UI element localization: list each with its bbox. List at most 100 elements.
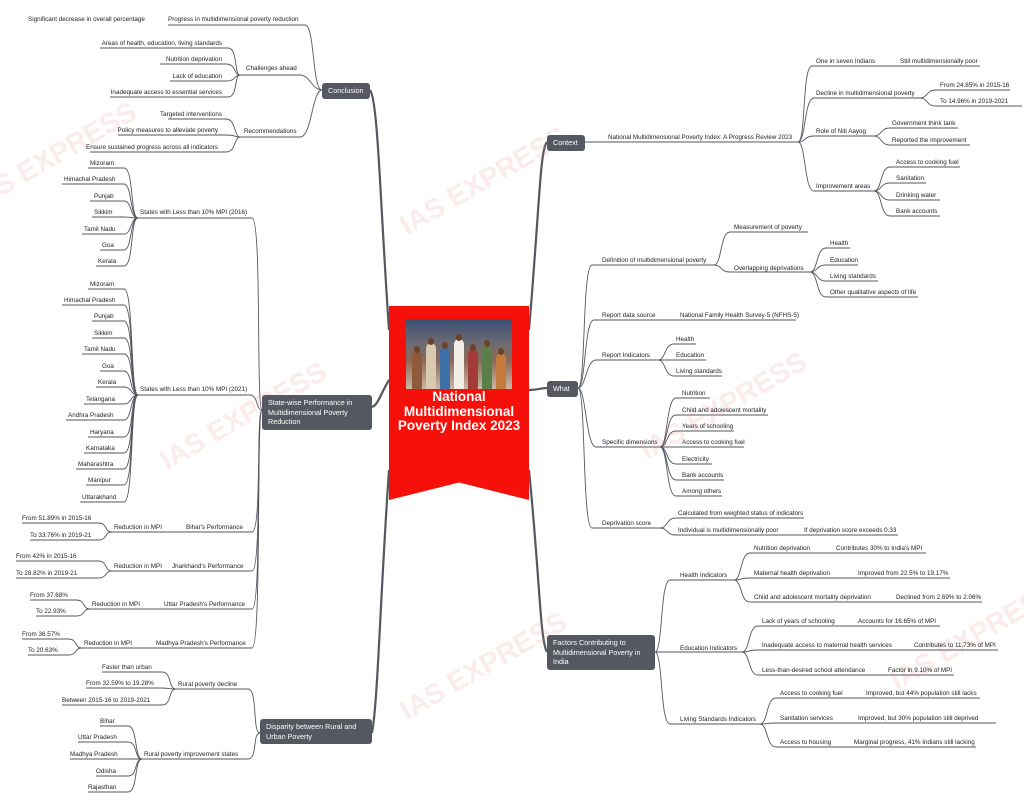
branch-dimensions[interactable]: Specific dimensions bbox=[602, 439, 658, 446]
leaf-decline[interactable]: From 24.85% in 2015-16 bbox=[940, 82, 1010, 89]
leaf-decline[interactable]: To 14.96% in 2019-2021 bbox=[940, 98, 1009, 105]
label-reduction[interactable]: Reduction in MPI bbox=[114, 563, 162, 570]
branch-overlapping[interactable]: Overlapping deprivations bbox=[734, 265, 804, 272]
leaf-state[interactable]: Goa bbox=[102, 242, 114, 249]
leaf-challenge[interactable]: Inadequate access to essential services bbox=[110, 89, 222, 96]
leaf-state[interactable]: Andhra Pradesh bbox=[68, 412, 114, 419]
leaf-still-poor[interactable]: Still multidimensionally poor bbox=[900, 58, 978, 65]
leaf-dimension[interactable]: Access to cooking fuel bbox=[682, 439, 745, 446]
leaf-to[interactable]: To 28.82% in 2019-21 bbox=[16, 570, 78, 577]
factor-item[interactable]: Sanitation services bbox=[780, 715, 833, 722]
branch-one-in-seven[interactable]: One in seven Indians bbox=[816, 58, 876, 65]
factor-value[interactable]: Marginal progress, 41% Indians still lac… bbox=[854, 739, 975, 746]
leaf-state[interactable]: Uttarakhand bbox=[82, 494, 117, 501]
leaf-recommendation[interactable]: Targeted interventions bbox=[160, 111, 222, 118]
leaf-overlap[interactable]: Other qualitative aspects of life bbox=[830, 289, 917, 296]
leaf-dimension[interactable]: Bank accounts bbox=[682, 472, 724, 479]
leaf-improvement[interactable]: Bank accounts bbox=[896, 208, 938, 215]
branch-jharkhand[interactable]: Jharkhand's Performance bbox=[172, 563, 244, 570]
leaf-challenge[interactable]: Areas of health, education, living stand… bbox=[101, 40, 222, 47]
leaf-from[interactable]: From 36.57% bbox=[22, 631, 60, 638]
branch-review[interactable]: National Multidimensional Poverty Index:… bbox=[608, 134, 793, 141]
leaf-from[interactable]: From 51.89% in 2015-16 bbox=[22, 515, 92, 522]
leaf-from[interactable]: From 42% in 2015-16 bbox=[16, 553, 77, 560]
factor-item[interactable]: Access to cooking fuel bbox=[780, 690, 843, 697]
factor-item[interactable]: Inadequate access to maternal health ser… bbox=[762, 642, 892, 649]
leaf-state[interactable]: Haryana bbox=[90, 429, 114, 436]
factor-value[interactable]: Factor in 9.10% of MPI bbox=[888, 667, 953, 674]
factor-value[interactable]: Declined from 2.69% to 2.06% bbox=[896, 594, 982, 601]
leaf-recommendation[interactable]: Policy measures to alleviate poverty bbox=[117, 127, 218, 134]
leaf-decline[interactable]: From 32.59% to 19.28% bbox=[86, 680, 154, 687]
topic-context[interactable]: Context bbox=[547, 135, 585, 151]
leaf-state[interactable]: Sikkim bbox=[94, 330, 113, 337]
branch-data-source[interactable]: Report data source bbox=[602, 312, 656, 319]
topic-what[interactable]: What bbox=[547, 381, 578, 397]
leaf-score-poor[interactable]: Individual is multidimensionally poor bbox=[678, 527, 779, 534]
leaf-recommendation[interactable]: Ensure sustained progress across all ind… bbox=[86, 144, 218, 151]
branch-recommendations[interactable]: Recommendations bbox=[244, 128, 297, 135]
leaf-state[interactable]: Sikkim bbox=[94, 209, 113, 216]
branch-madhya-pradesh[interactable]: Madhya Pradesh's Performance bbox=[156, 640, 246, 647]
leaf-state[interactable]: Himachal Pradesh bbox=[64, 176, 116, 183]
branch-uttar-pradesh[interactable]: Uttar Pradesh's Performance bbox=[164, 601, 245, 608]
leaf-improvement[interactable]: Drinking water bbox=[896, 192, 937, 199]
factor-item[interactable]: Less-than-desired school attendance bbox=[762, 667, 866, 674]
branch-niti[interactable]: Role of Niti Aayog bbox=[816, 128, 867, 135]
leaf-challenge[interactable]: Nutrition deprivation bbox=[165, 56, 222, 63]
factor-value[interactable]: Improved, but 30% population still depri… bbox=[858, 715, 979, 722]
factor-item[interactable]: Maternal health deprivation bbox=[754, 570, 830, 577]
leaf-to[interactable]: To 22.93% bbox=[36, 608, 66, 615]
leaf-state[interactable]: Maharashtra bbox=[78, 461, 114, 468]
leaf-score-threshold[interactable]: If deprivation score exceeds 0.33 bbox=[804, 527, 897, 534]
leaf-state[interactable]: Bihar bbox=[100, 718, 115, 725]
leaf-state[interactable]: Manipur bbox=[88, 477, 111, 484]
branch-bihar[interactable]: Bihar's Performance bbox=[186, 524, 243, 531]
leaf-state[interactable]: Rajasthan bbox=[88, 784, 117, 791]
branch-mpi-2016[interactable]: States with Less than 10% MPI (2016) bbox=[140, 209, 248, 216]
topic-disparity[interactable]: Disparity between Rural and Urban Povert… bbox=[260, 719, 372, 744]
leaf-state[interactable]: Kerala bbox=[98, 258, 117, 265]
leaf-state[interactable]: Telangana bbox=[86, 396, 116, 403]
leaf-from[interactable]: From 37.68% bbox=[30, 592, 68, 599]
leaf-state[interactable]: Madhya Pradesh bbox=[70, 751, 118, 758]
leaf-overlap[interactable]: Living standards bbox=[830, 273, 876, 280]
factor-value[interactable]: Improved, but 44% population still lacks bbox=[866, 690, 977, 697]
leaf-indicator[interactable]: Education bbox=[676, 352, 705, 359]
leaf-dimension[interactable]: Nutrition bbox=[682, 390, 706, 397]
factor-item[interactable]: Lack of years of schooling bbox=[762, 618, 835, 625]
factor-item[interactable]: Access to housing bbox=[780, 739, 832, 746]
branch-education[interactable]: Education Indicators bbox=[680, 645, 738, 652]
branch-rural-states[interactable]: Rural poverty improvement states bbox=[144, 751, 239, 758]
leaf-state[interactable]: Mizoram bbox=[90, 281, 115, 288]
factor-value[interactable]: Contributes 30% to India's MPI bbox=[836, 545, 923, 552]
factor-value[interactable]: Improved from 22.5% to 19.17% bbox=[858, 570, 949, 577]
branch-improvement[interactable]: Improvement areas bbox=[816, 183, 871, 190]
leaf-state[interactable]: Kerala bbox=[98, 379, 117, 386]
leaf-progress[interactable]: Significant decrease in overall percenta… bbox=[28, 16, 145, 23]
leaf-state[interactable]: Tamil Nadu bbox=[84, 226, 116, 233]
branch-mpi-2021[interactable]: States with Less than 10% MPI (2021) bbox=[140, 386, 248, 393]
leaf-decline[interactable]: Faster than urban bbox=[102, 664, 152, 671]
topic-conclusion[interactable]: Conclusion bbox=[322, 83, 370, 99]
leaf-niti[interactable]: Government think tank bbox=[892, 120, 956, 127]
branch-living-standards[interactable]: Living Standards Indicators bbox=[680, 716, 756, 723]
leaf-niti[interactable]: Reported the improvement bbox=[892, 137, 967, 144]
leaf-state[interactable]: Mizoram bbox=[90, 160, 115, 167]
leaf-measurement[interactable]: Measurement of poverty bbox=[734, 224, 802, 231]
leaf-to[interactable]: To 20.63% bbox=[28, 647, 58, 654]
leaf-state[interactable]: Punjab bbox=[94, 193, 114, 200]
leaf-state[interactable]: Himachal Pradesh bbox=[64, 297, 116, 304]
factor-value[interactable]: Contributes to 11.73% of MPI bbox=[914, 642, 996, 649]
leaf-state[interactable]: Goa bbox=[102, 363, 114, 370]
central-topic[interactable]: National Multidimensional Poverty Index … bbox=[389, 306, 529, 500]
leaf-dimension[interactable]: Child and adolescent mortality bbox=[682, 407, 767, 414]
label-reduction[interactable]: Reduction in MPI bbox=[114, 524, 162, 531]
topic-factors[interactable]: Factors Contributing to Multidimensional… bbox=[547, 635, 655, 670]
leaf-overlap[interactable]: Health bbox=[830, 240, 849, 247]
topic-statewise[interactable]: State-wise Performance in Multidimension… bbox=[262, 395, 372, 430]
label-reduction[interactable]: Reduction in MPI bbox=[84, 640, 132, 647]
leaf-score-calc[interactable]: Calculated from weighted status of indic… bbox=[678, 510, 804, 517]
leaf-state[interactable]: Punjab bbox=[94, 313, 114, 320]
leaf-state[interactable]: Karnataka bbox=[86, 445, 115, 452]
